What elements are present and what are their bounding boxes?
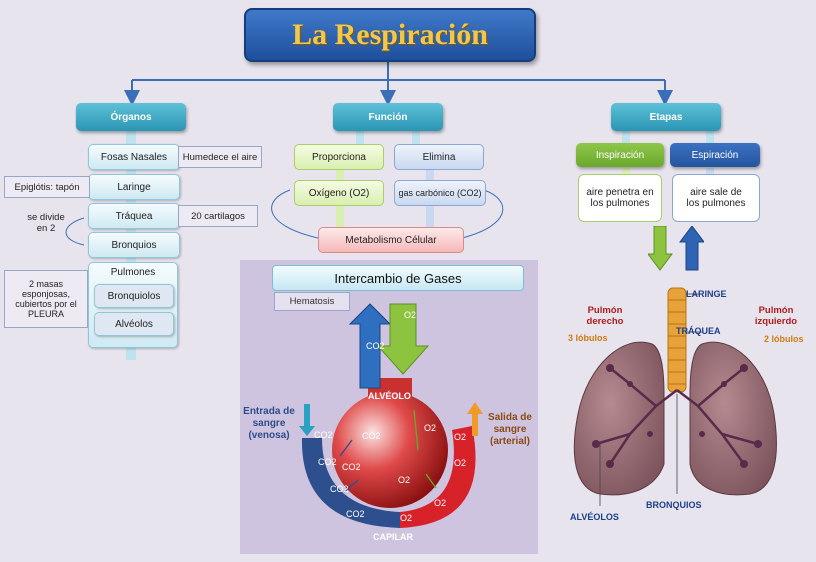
o2-label: O2 <box>434 498 447 508</box>
main-title-box: La Respiración <box>244 8 536 62</box>
alveolos-pointer-label: ALVÉOLOS <box>570 512 619 522</box>
alveolos-box: Alvéolos <box>94 312 174 336</box>
entrada-label: Entrada de sangre (venosa) <box>243 406 295 441</box>
hematosis-label: Hematosis <box>274 292 350 311</box>
pulmon-izquierdo-label: Pulmón izquierdo <box>754 305 798 327</box>
o2-label: O2 <box>400 513 413 523</box>
o2-down-arrow-icon <box>376 303 430 375</box>
izquierdo-lobulos-label: 2 lóbulos <box>764 334 804 344</box>
co2-label: CO2 <box>346 509 365 519</box>
left-lung-shape <box>689 341 777 496</box>
pulmon-derecho-label: Pulmón derecho <box>586 305 624 327</box>
trachea-shape <box>667 287 687 393</box>
lungs-illustration <box>573 287 777 506</box>
capilar-label: CAPILAR <box>373 532 413 542</box>
inspiracion-desc: aire penetra en los pulmones <box>578 174 662 222</box>
co2-label: CO2 <box>330 484 349 494</box>
laringe-box: Laringe <box>88 174 180 200</box>
capillary-artery <box>400 426 476 528</box>
traquea-box: Tráquea <box>88 203 180 229</box>
inspiracion-box: Inspiración <box>576 143 664 167</box>
co2-label: CO2 <box>362 431 381 441</box>
up-arrow-icon <box>679 226 704 271</box>
co2-label: CO2 <box>314 430 333 440</box>
metabolismo-box: Metabolismo Célular <box>318 227 464 253</box>
bronquiolos-box: Bronquiolos <box>94 284 174 308</box>
salida-label: Salida de sangre (arterial) <box>488 412 532 447</box>
main-title: La Respiración <box>292 18 488 51</box>
traquea-note: 20 cartilagos <box>178 205 258 227</box>
alveolo-label: ALVÉOLO <box>368 391 411 401</box>
capillary-vein <box>301 438 400 528</box>
pulmones-note: 2 masas esponjosas, cubiertos por el PLE… <box>4 270 88 328</box>
bronquios-box: Bronquios <box>88 232 180 258</box>
alveolus-diagram <box>299 303 483 528</box>
co2-arrow-label: CO2 <box>366 341 385 351</box>
right-lung-shape <box>573 341 665 496</box>
o2-arrow-label: O2 <box>404 310 417 320</box>
stage-arrows <box>648 226 704 271</box>
down-arrow-icon <box>648 226 673 271</box>
elimina-box: Elimina <box>394 144 484 170</box>
alveolus-sphere <box>332 392 448 508</box>
salida-arrow-icon <box>467 402 483 436</box>
entrada-arrow-icon <box>299 404 315 436</box>
laringe-note: Epiglótis: tapón <box>4 176 90 198</box>
divide-note: se divide en 2 <box>27 212 65 234</box>
oxigeno-box: Oxígeno (O2) <box>294 180 384 206</box>
o2-label: O2 <box>454 458 467 468</box>
laringe-pointer-label: LARINGE <box>686 289 727 299</box>
o2-label: O2 <box>424 423 437 433</box>
category-funcion: Función <box>333 103 443 131</box>
pulmones-label: Pulmones <box>110 267 156 278</box>
intercambio-title: Intercambio de Gases <box>272 265 524 291</box>
fosas-note: Humedece el aire <box>178 146 262 168</box>
espiracion-box: Espiración <box>670 143 760 167</box>
co2-up-arrow-icon <box>348 303 392 389</box>
category-organos: Órganos <box>76 103 186 131</box>
traquea-pointer-label: TRÁQUEA <box>676 326 721 336</box>
bronquios-pointer-label: BRONQUIOS <box>646 500 702 510</box>
co2-label: CO2 <box>318 457 337 467</box>
co2-label: CO2 <box>342 462 361 472</box>
o2-label: O2 <box>454 432 467 442</box>
category-etapas: Etapas <box>611 103 721 131</box>
fosas-nasales-box: Fosas Nasales <box>88 144 180 170</box>
derecho-lobulos-label: 3 lóbulos <box>568 333 608 343</box>
gas-carbonico-box: gas carbónico (CO2) <box>394 180 486 206</box>
espiracion-desc: aire sale de los pulmones <box>672 174 760 222</box>
o2-label: O2 <box>398 475 411 485</box>
proporciona-box: Proporciona <box>294 144 384 170</box>
